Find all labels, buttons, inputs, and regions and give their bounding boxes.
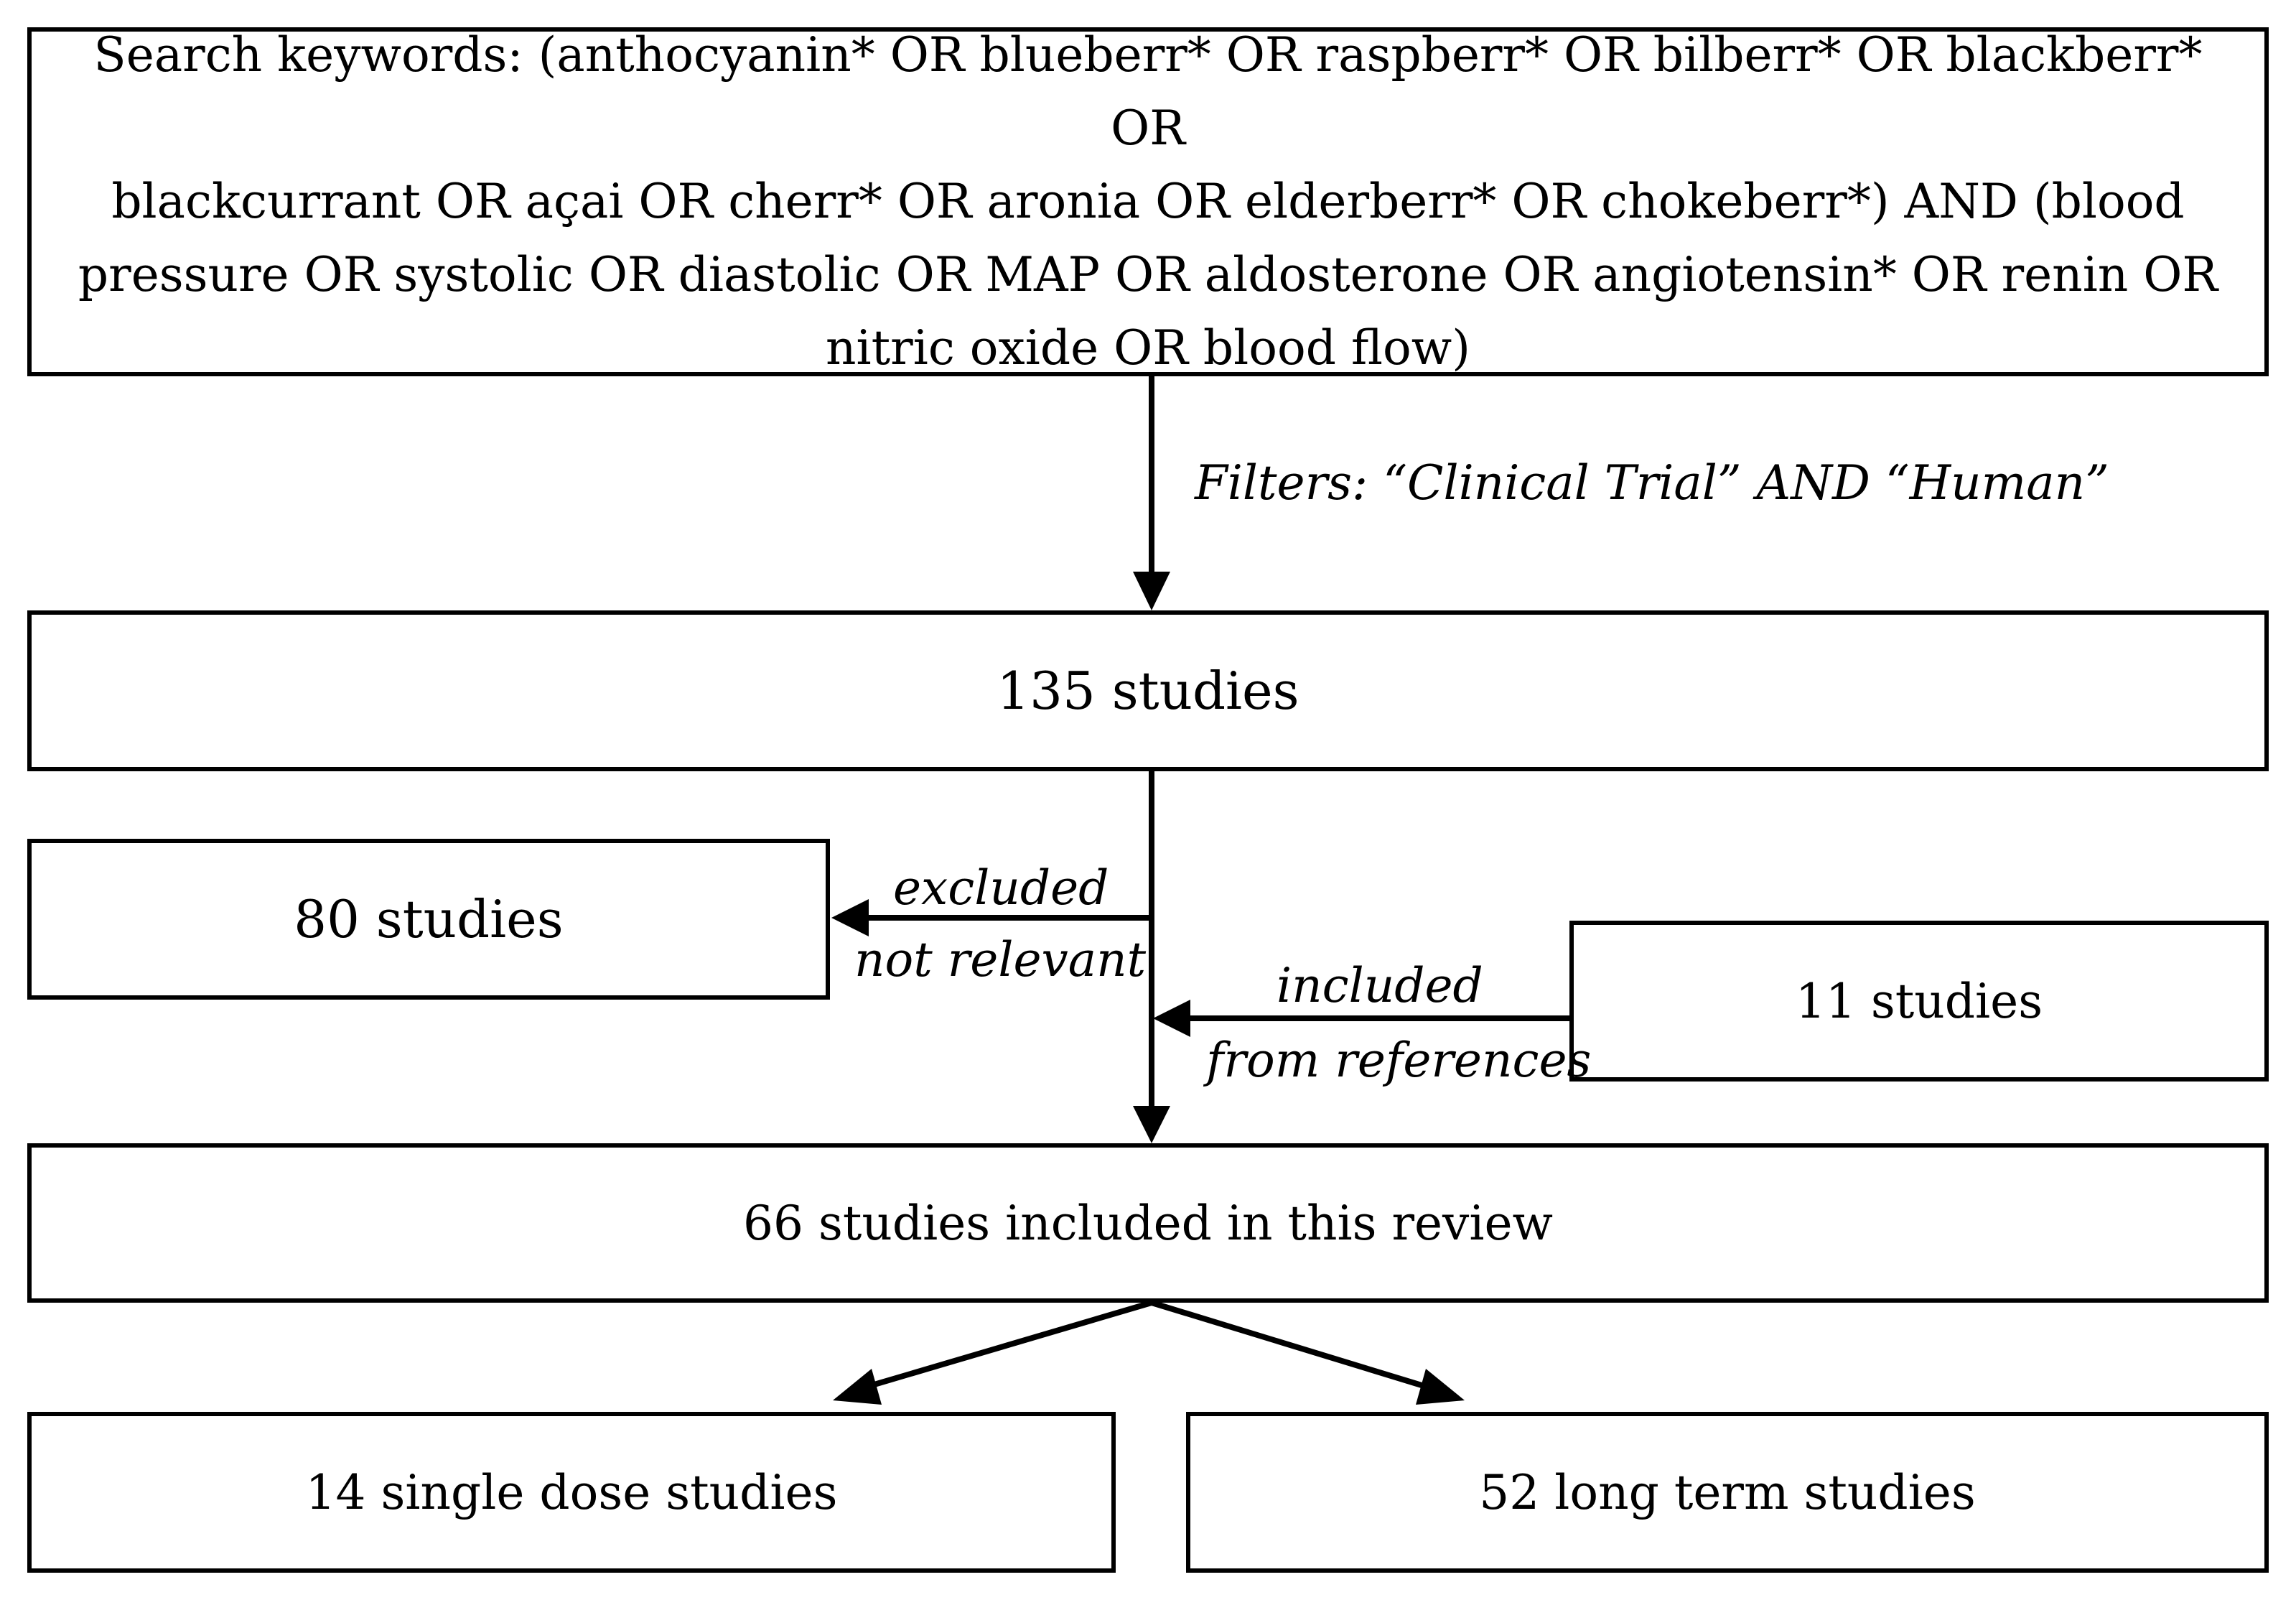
excluded-label-line-2: not relevant (854, 932, 1147, 987)
arrow-to-single (863, 1300, 1153, 1390)
total-studies-box: 135 studies (27, 610, 2269, 771)
reference-studies-box: 11 studies (1569, 921, 2269, 1082)
search-keywords-box: Search keywords: (anthocyanin* OR bluebe… (27, 27, 2269, 376)
single-dose-box: 14 single dose studies (27, 1412, 1116, 1573)
search-keywords-text: Search keywords: (anthocyanin* OR bluebe… (60, 19, 2236, 385)
excluded-label-line-1: excluded (893, 860, 1109, 916)
included-label-line-1: included (1277, 958, 1483, 1013)
search-line-2: blackcurrant OR açai OR cherr* OR aronia… (111, 174, 2185, 229)
included-label-line-2: from references (1206, 1033, 1592, 1088)
search-line-4: nitric oxide OR blood flow) (826, 320, 1470, 376)
arrowhead-total (1133, 572, 1170, 610)
long-term-box: 52 long term studies (1186, 1412, 2269, 1573)
filters-label: Filters: “Clinical Trial” AND “Human” (1195, 455, 2109, 511)
arrowhead-single (833, 1369, 882, 1405)
arrowhead-refs (1153, 1000, 1190, 1037)
arrowhead-excluded (831, 899, 869, 936)
arrowhead-review (1133, 1106, 1170, 1143)
arrow-to-long (1150, 1300, 1430, 1390)
search-line-1: Search keywords: (anthocyanin* OR bluebe… (93, 27, 2203, 156)
search-line-3: pressure OR systolic OR diastolic OR MAP… (78, 247, 2218, 302)
excluded-studies-box: 80 studies (27, 839, 830, 1000)
review-studies-box: 66 studies included in this review (27, 1143, 2269, 1303)
arrowhead-long (1416, 1369, 1465, 1405)
